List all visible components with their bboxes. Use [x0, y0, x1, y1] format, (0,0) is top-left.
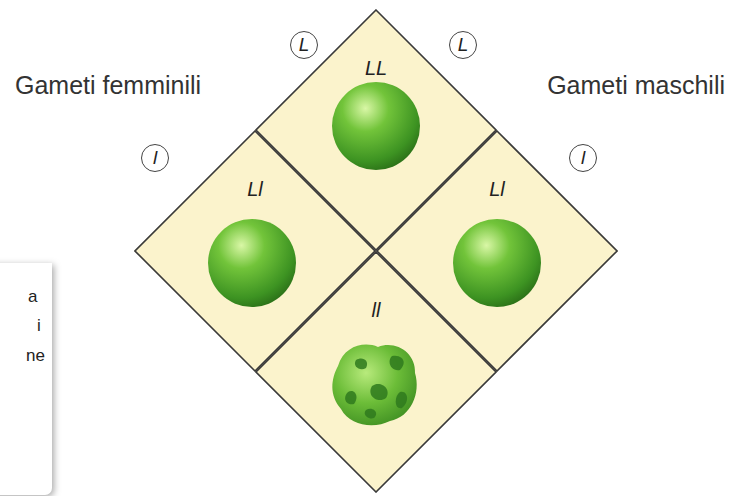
smooth-pea — [453, 219, 541, 307]
cell-outline — [255, 251, 497, 493]
genotype-label: LL — [255, 56, 497, 80]
smooth-pea — [332, 82, 420, 170]
allele-label: L — [299, 35, 310, 55]
cell-border — [256, 10, 496, 250]
genotype-label: ll — [255, 298, 497, 322]
allele-label: l — [153, 148, 157, 168]
cell-outline — [134, 130, 376, 372]
wrinkle-marks — [345, 356, 407, 419]
note-fragment: ne — [26, 346, 45, 366]
gamete-circle: L — [449, 31, 477, 59]
genotype-label: Ll — [376, 177, 618, 201]
gamete-circle: L — [290, 31, 318, 59]
genotype-cell: Ll — [134, 130, 376, 372]
gamete-heading: Gameti femminili — [15, 70, 201, 100]
wrinkled-pea — [332, 345, 416, 426]
cell-border — [377, 131, 617, 371]
note-fragment: i — [37, 316, 41, 336]
gamete-circle: l — [569, 144, 597, 172]
smooth-pea — [208, 219, 296, 307]
note-panel — [0, 263, 52, 495]
gamete-circle: l — [141, 144, 169, 172]
note-fragment: a — [28, 287, 37, 307]
genotype-label: Ll — [134, 177, 376, 201]
gamete-heading: Gameti maschili — [547, 70, 725, 100]
cell-border — [135, 131, 375, 371]
cell-border — [256, 252, 496, 492]
allele-label: L — [458, 35, 469, 55]
square-ground — [134, 10, 618, 492]
allele-label: l — [581, 148, 585, 168]
genotype-cell: ll — [255, 251, 497, 493]
